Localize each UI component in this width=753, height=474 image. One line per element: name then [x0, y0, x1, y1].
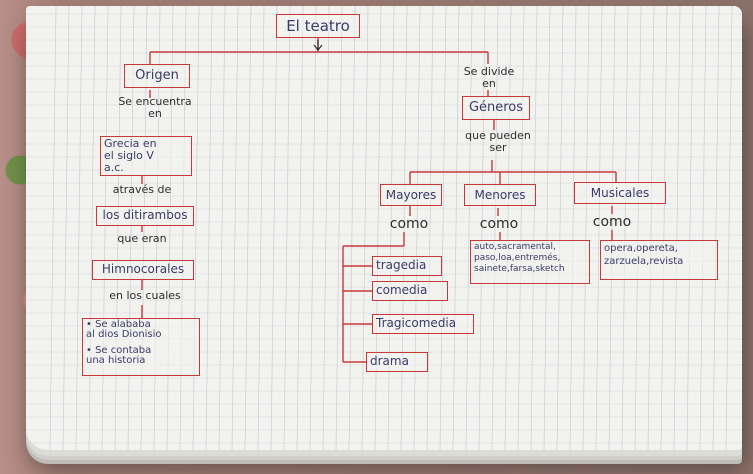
- grid-line: [49, 6, 57, 450]
- grid-line: [569, 6, 577, 450]
- grid-line: [712, 6, 720, 450]
- grid-line: [543, 6, 551, 450]
- connector-como-musicales: como: [592, 214, 632, 230]
- bullet-dionisio: • Se alababa al dios Dionisio: [86, 319, 162, 340]
- grid-line: [582, 6, 590, 450]
- connector-a-traves-de: através de: [112, 183, 172, 196]
- connector-se-encuentra-en: Se encuentra en: [118, 95, 192, 120]
- grid-line: [608, 6, 616, 450]
- generos-box: Géneros: [462, 96, 530, 120]
- grecia-box: Grecia en el siglo V a.c.: [100, 136, 192, 176]
- grid-line: [205, 6, 213, 450]
- grid-line: [595, 6, 603, 450]
- connector-como-menores: como: [479, 216, 519, 232]
- grid-line: [530, 6, 538, 450]
- grid-line: [413, 6, 421, 450]
- origen-box: Origen: [124, 64, 190, 88]
- comedia-box: comedia: [372, 281, 448, 301]
- connector-que-pueden-ser: que pueden ser: [465, 129, 531, 154]
- grid-line: [465, 6, 473, 450]
- himnocorales-box: Himnocorales: [92, 260, 194, 280]
- grid-line: [725, 6, 733, 450]
- menores-list-box: auto,sacramental, paso,loa,entremés, sai…: [470, 240, 590, 284]
- grid-line: [218, 6, 226, 450]
- grid-line: [491, 6, 499, 450]
- grid-line: [270, 6, 278, 450]
- grid-line: [75, 6, 83, 450]
- musicales-box: Musicales: [574, 182, 666, 204]
- grid-line: [62, 6, 70, 450]
- grid-line: [231, 6, 239, 450]
- grid-line: [452, 6, 460, 450]
- grid-line: [504, 6, 512, 450]
- connector-como-mayores: como: [389, 216, 429, 232]
- grid-line: [699, 6, 707, 450]
- grid-line: [283, 6, 291, 450]
- connector-que-eran: que eran: [117, 232, 167, 245]
- grid-line: [335, 6, 343, 450]
- grid-line: [621, 6, 629, 450]
- grid-line: [374, 6, 382, 450]
- grid-line: [88, 6, 96, 450]
- grid-line: [322, 6, 330, 450]
- grid-line: [647, 6, 655, 450]
- grid-line: [244, 6, 252, 450]
- grid-line: [361, 6, 369, 450]
- grid-line: [686, 6, 694, 450]
- grid-line: [660, 6, 668, 450]
- grid-line: [400, 6, 408, 450]
- grid-line: [309, 6, 317, 450]
- ditirambos-box: los ditirambos: [96, 206, 194, 226]
- bullet-historia: • Se contaba una historia: [86, 345, 152, 366]
- tragicomedia-box: Tragicomedia: [372, 314, 474, 334]
- grid-line: [387, 6, 395, 450]
- grid-line: [634, 6, 642, 450]
- grid-line: [192, 6, 200, 450]
- title-box: El teatro: [276, 14, 360, 38]
- grid-line: [114, 6, 122, 450]
- grid-line: [517, 6, 525, 450]
- grid-line: [296, 6, 304, 450]
- menores-box: Menores: [464, 184, 536, 206]
- drama-box: drama: [366, 352, 428, 372]
- tragedia-box: tragedia: [372, 256, 442, 276]
- bullets-box: • Se alababa al dios Dionisio • Se conta…: [82, 318, 200, 376]
- mayores-box: Mayores: [380, 184, 442, 206]
- grid-line: [348, 6, 356, 450]
- grid-line: [257, 6, 265, 450]
- grid-line: [478, 6, 486, 450]
- grid-line: [673, 6, 681, 450]
- musicales-list-box: opera,opereta, zarzuela,revista: [600, 240, 718, 280]
- grid-line: [439, 6, 447, 450]
- connector-se-divide-en: Se divide en: [463, 65, 515, 90]
- connector-en-los-cuales: en los cuales: [109, 289, 181, 302]
- grid-line: [556, 6, 564, 450]
- grid-line: [101, 6, 109, 450]
- grid-line: [426, 6, 434, 450]
